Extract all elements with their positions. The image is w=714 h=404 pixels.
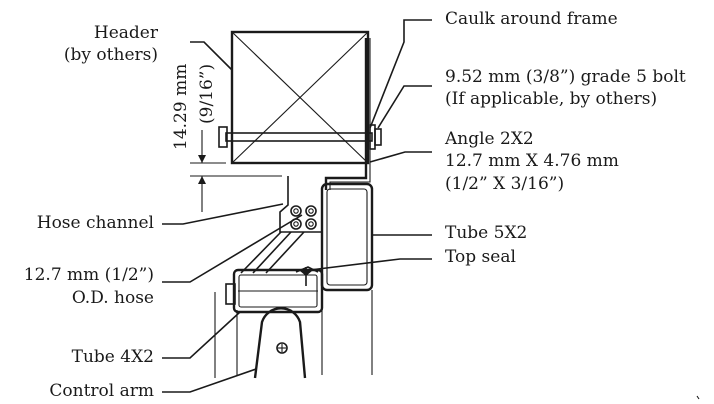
dimension-mm-label: 14.29 mm — [171, 64, 191, 150]
angle-2x2 — [324, 38, 371, 190]
control-arm — [253, 307, 307, 379]
tube-4x2 — [225, 268, 324, 314]
hose-channel — [240, 176, 323, 274]
angle-label-line3: (1/2” X 3/16”) — [445, 174, 564, 194]
tube-5x2-label: Tube 5X2 — [445, 223, 527, 243]
top-seal — [295, 266, 319, 286]
leader-lines — [162, 19, 432, 393]
hose-size-label-line2: O.D. hose — [72, 288, 154, 308]
top-seal-label: Top seal — [445, 247, 516, 267]
bolt — [218, 124, 382, 150]
dimension-in-label: (9/16”) — [197, 64, 217, 124]
corner-tick — [696, 395, 700, 400]
tube-4x2-label: Tube 4X2 — [72, 347, 154, 367]
angle-label-line2: 12.7 mm X 4.76 mm — [445, 151, 619, 171]
header-by-others-label: (by others) — [64, 45, 158, 65]
angle-label-line1: Angle 2X2 — [444, 129, 534, 149]
tube-5x2 — [320, 182, 374, 292]
caulk-label: Caulk around frame — [445, 9, 618, 29]
hose-channel-label: Hose channel — [37, 213, 154, 233]
header-block — [230, 30, 370, 165]
header-label: Header — [94, 23, 159, 43]
bolt-label-line1: 9.52 mm (3/8”) grade 5 bolt — [445, 67, 686, 87]
dimension-gap: 14.29 mm (9/16”) — [171, 64, 282, 212]
control-arm-label: Control arm — [49, 381, 154, 401]
bolt-label-line2: (If applicable, by others) — [445, 89, 657, 109]
hoses — [290, 205, 317, 230]
hose-size-label-line1: 12.7 mm (1/2”) — [24, 265, 154, 285]
